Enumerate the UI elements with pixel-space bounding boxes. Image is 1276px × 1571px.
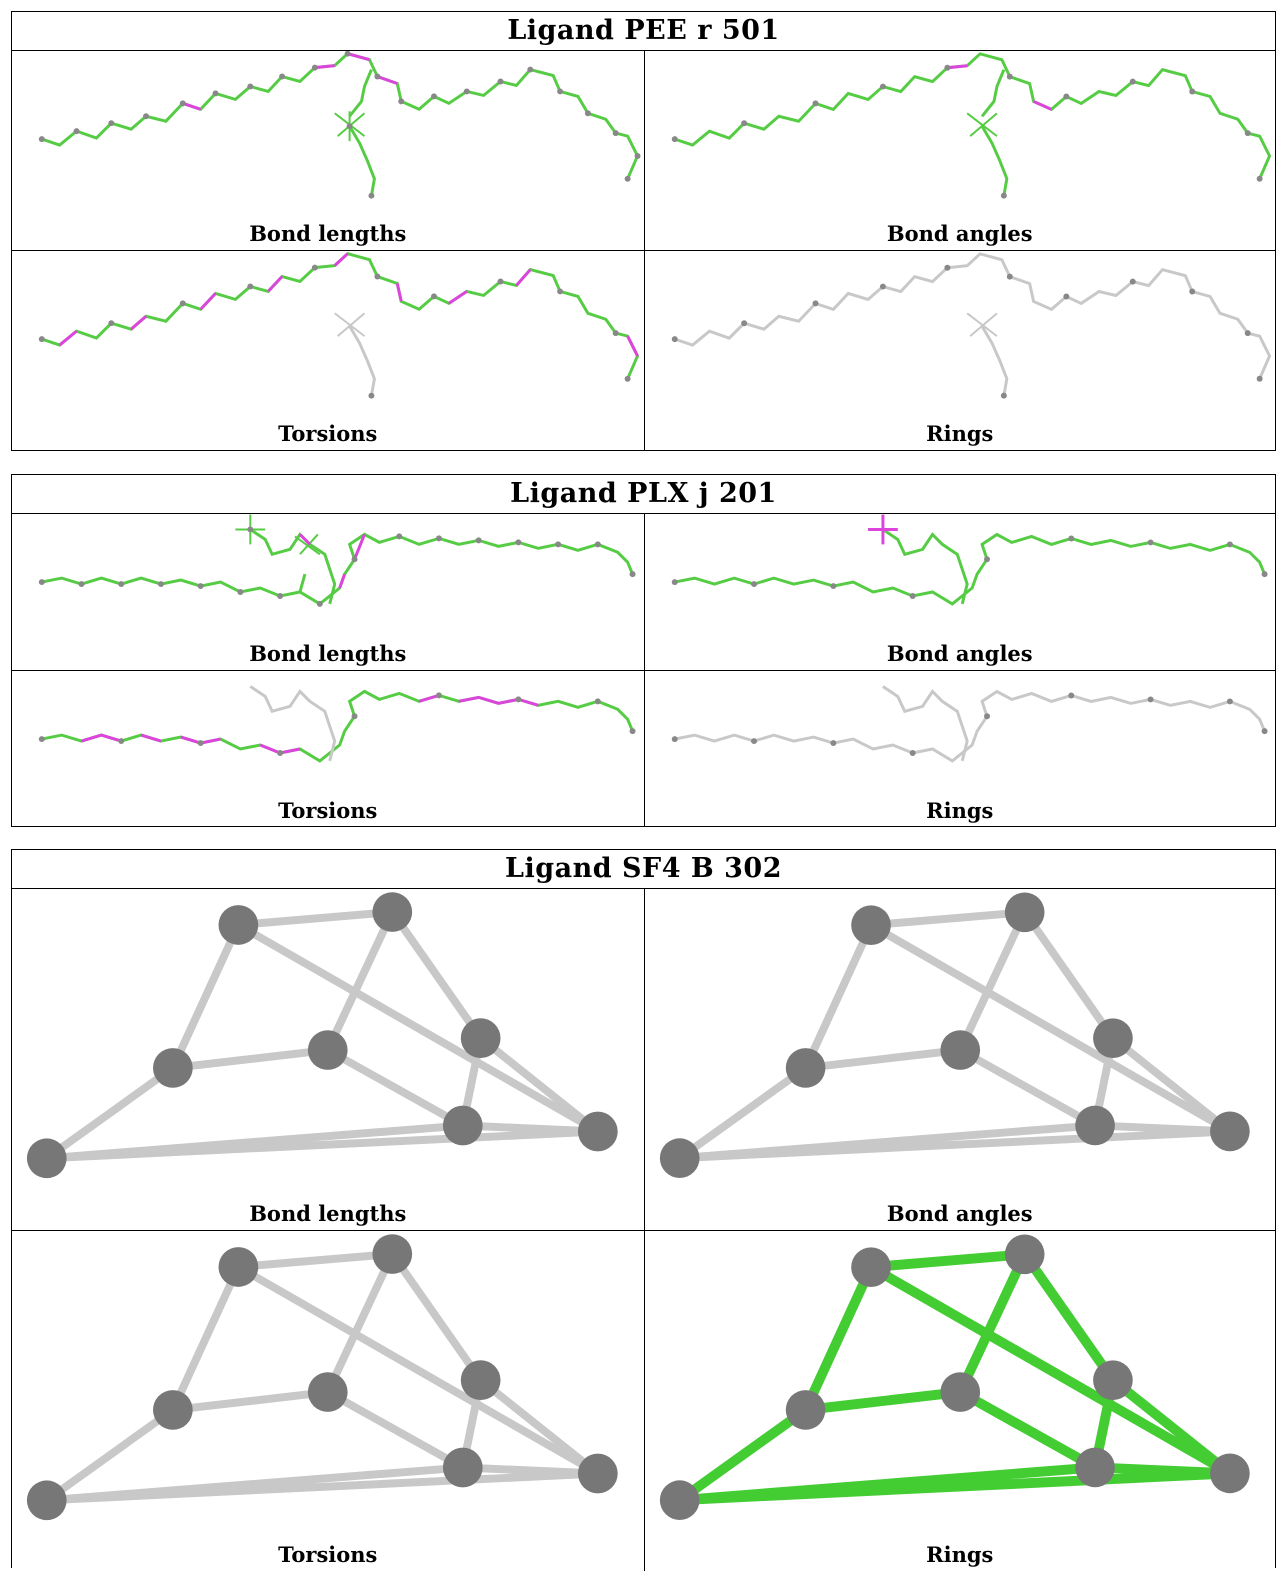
bond-angles-view: Bond angles: [643, 889, 1276, 1230]
torsions-view: Torsions: [12, 1231, 644, 1571]
molecule-diagram: [38, 252, 640, 399]
molecule-diagram: [671, 52, 1271, 199]
caption: Torsions: [278, 1542, 378, 1567]
bond-lengths-view: Bond lengths: [12, 514, 644, 670]
caption: Torsions: [278, 798, 378, 823]
caption: Bond angles: [886, 641, 1033, 666]
ligand-title: Ligand PEE r 501: [12, 12, 1275, 51]
molecule-diagram: [671, 514, 1268, 606]
ligand-title: Ligand SF4 B 302: [12, 850, 1275, 889]
caption: Bond lengths: [249, 221, 407, 246]
torsions-view: Torsions: [12, 671, 644, 827]
bond-angles-view: Bond angles: [643, 51, 1276, 250]
ligand-panel-pee: Ligand PEE r 501 Bond lengths: [11, 11, 1276, 451]
torsions-view: Torsions: [12, 251, 644, 450]
caption: Rings: [926, 421, 994, 446]
caption: Rings: [926, 1542, 994, 1567]
caption: Rings: [926, 798, 994, 823]
rings-view: Rings: [643, 251, 1276, 450]
molecule-diagram: [671, 252, 1271, 399]
bond-angles-view: Bond angles: [643, 514, 1276, 670]
ligand-panel-plx: Ligand PLX j 201 Bond lengths Bond angle…: [11, 474, 1276, 827]
ligand-panel-sf4: Ligand SF4 B 302 Bond lengths Bond angle…: [11, 849, 1276, 1571]
pee-bonds: [41, 52, 640, 196]
bond-lengths-view: Bond lengths: [12, 51, 644, 250]
ligand-title: Ligand PLX j 201: [12, 475, 1275, 514]
molecule-diagram: [671, 685, 1268, 763]
bond-lengths-view: Bond lengths: [12, 889, 644, 1230]
cluster-diagram: [659, 1234, 1250, 1520]
cluster-diagram: [26, 1234, 618, 1521]
cluster-diagram: [26, 892, 618, 1179]
caption: Bond lengths: [249, 641, 407, 666]
rings-view: Rings: [643, 671, 1276, 827]
molecule-diagram: [38, 514, 636, 607]
caption: Bond angles: [886, 1201, 1033, 1226]
cluster-diagram: [659, 892, 1250, 1178]
rings-view: Rings: [643, 1231, 1276, 1571]
caption: Bond angles: [886, 221, 1033, 246]
molecule-diagram: [38, 51, 641, 199]
caption: Torsions: [278, 421, 378, 446]
caption: Bond lengths: [249, 1201, 407, 1226]
molecule-diagram: [38, 685, 636, 763]
